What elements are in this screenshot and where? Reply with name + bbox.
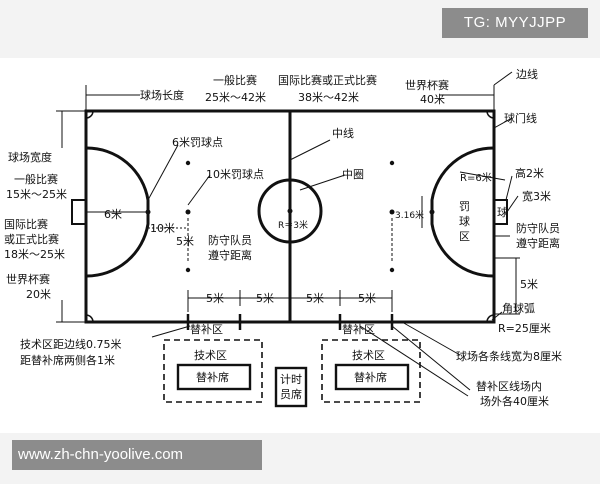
ten-m-label: 10米 — [150, 222, 175, 235]
five-m-mark-4: 5米 — [358, 292, 376, 305]
defender-distance-left-1: 防守队员 — [208, 233, 252, 247]
five-m-mark-2: 5米 — [256, 292, 274, 305]
center-circle-line — [257, 178, 323, 244]
right-10m-spot — [389, 209, 395, 215]
watermark-top-banner: TG: MYYJJPP — [442, 8, 588, 38]
bench-left-label: 替补席 — [196, 370, 229, 384]
radius-3m-label: R＝3米 — [278, 219, 308, 231]
five-m-mark-3: 5米 — [306, 292, 324, 305]
six-m-penalty-spot-label: 6米罚球点 — [172, 135, 223, 149]
sub-zone-line-label-2: 场外各40厘米 — [480, 394, 549, 408]
field-length-label: 球场长度 — [140, 88, 184, 102]
defender-distance-left-2: 遵守距离 — [208, 248, 252, 262]
intl-match-label: 国际比赛或正式比赛 — [278, 73, 377, 87]
goal-char-label: 球 — [497, 205, 508, 219]
goal-height-label: 高2米 — [515, 166, 544, 180]
world-cup-width-label: 世界杯赛 — [6, 272, 50, 286]
intl-length-label: 38米～42米 — [298, 91, 359, 104]
distance-316-label: 3.16米 — [395, 209, 424, 221]
penalty-spots — [145, 160, 435, 273]
tech-area-distance-label-1: 技术区距边线0.75米 — [20, 337, 122, 351]
intl-match-width-label-1: 国际比赛 — [4, 217, 48, 231]
left-10m-spot — [185, 209, 191, 215]
intl-match-width-label-2: 或正式比赛 — [4, 232, 59, 246]
tech-area-left-label: 技术区 — [194, 349, 227, 362]
left-bench-box — [176, 363, 252, 391]
corner-arc-label: 角球弧 — [502, 301, 535, 315]
text-labels: 边线 球门线 球场长度 一般比赛 25米～42米 国际比赛或正式比赛 38米～4… — [4, 67, 562, 408]
ten-m-penalty-spot-label: 10米罚球点 — [206, 167, 264, 181]
diagram-background — [0, 58, 600, 433]
substitution-zone-markers — [186, 314, 394, 330]
corner-radius-label: R=25厘米 — [498, 322, 551, 335]
goal-width-label: 宽3米 — [522, 189, 551, 203]
five-m-right-label: 5米 — [520, 278, 538, 291]
intl-width-label: 18米～25米 — [4, 248, 65, 261]
watermark-url-banner: www.zh-chn-yoolive.com — [12, 440, 262, 470]
bench-right-label: 替补席 — [354, 370, 387, 384]
line-width-label: 球场各条线宽为8厘米 — [456, 349, 562, 363]
sideline-label: 边线 — [516, 67, 538, 81]
five-m-left-label: 5米 — [176, 235, 194, 248]
goal-line-label: 球门线 — [504, 111, 537, 125]
field-width-label: 球场宽度 — [8, 150, 52, 164]
center-circle-label: 中圈 — [342, 168, 364, 181]
world-cup-width-value: 20米 — [26, 288, 51, 301]
substitution-zone-left-label: 替补区 — [190, 322, 223, 336]
field-markings — [71, 109, 508, 324]
timekeeper-label-1: 计时 — [280, 373, 302, 386]
sub-zone-line-label-1: 替补区线场内 — [476, 379, 542, 393]
defender-distance-right-1: 防守队员 — [516, 221, 560, 235]
world-cup-label: 世界杯赛 — [405, 78, 449, 92]
center-spot — [287, 208, 293, 214]
defender-distance-right-2: 遵守距离 — [516, 236, 560, 250]
center-line-label: 中线 — [332, 126, 354, 140]
six-m-label: 6米 — [104, 208, 122, 221]
penalty-area-label-2: 球 — [459, 214, 470, 228]
general-length-label: 25米～42米 — [205, 91, 266, 104]
corner-arcs — [85, 110, 495, 323]
right-bench-box — [334, 363, 410, 391]
technical-areas — [163, 339, 421, 408]
timekeeper-label-2: 员席 — [280, 387, 302, 401]
timekeeper-box — [274, 366, 308, 408]
tech-area-distance-label-2: 距替补席两侧各1米 — [20, 353, 115, 367]
penalty-area-label-1: 罚 — [459, 200, 470, 213]
r-6m-label: R=6米 — [460, 171, 492, 184]
five-m-mark-1: 5米 — [206, 292, 224, 305]
substitution-zone-right-label: 替补区 — [342, 322, 375, 336]
penalty-area-label-3: 区 — [459, 230, 470, 243]
right-6m-spot — [429, 209, 435, 215]
dimension-lines — [56, 71, 520, 397]
world-cup-length-label: 40米 — [420, 93, 445, 106]
general-width-label: 15米～25米 — [6, 188, 67, 201]
tech-area-right-label: 技术区 — [352, 349, 385, 362]
general-match-width-label: 一般比赛 — [14, 172, 58, 186]
general-match-label: 一般比赛 — [213, 73, 257, 87]
